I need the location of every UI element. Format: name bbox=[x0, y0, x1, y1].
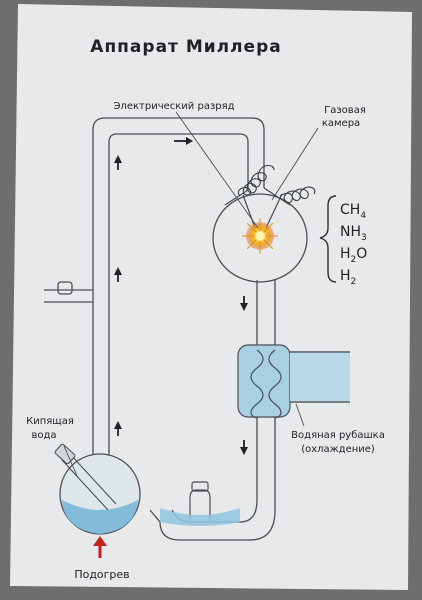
flask-water bbox=[62, 500, 138, 534]
electric-spark bbox=[242, 218, 278, 254]
pointer-lines bbox=[63, 111, 319, 479]
gas-chamber-sphere bbox=[212, 193, 308, 283]
heating-arrow bbox=[93, 536, 107, 558]
flow-arrow-right bbox=[174, 137, 193, 145]
trap-liquid bbox=[160, 508, 240, 526]
flow-arrows bbox=[114, 137, 248, 455]
label-gas-chamber-2: камера bbox=[322, 118, 360, 129]
sampling-trap bbox=[189, 481, 211, 520]
label-gas-chamber-1: Газовая bbox=[324, 105, 366, 116]
tube-inner bbox=[108, 133, 249, 462]
label-water-jacket-1: Водяная рубашка bbox=[291, 430, 385, 441]
gas-formula-ch4: CH4 bbox=[340, 202, 366, 221]
electrode-coil-right bbox=[279, 186, 316, 203]
side-outlet bbox=[44, 289, 93, 303]
flow-arrow-down-2 bbox=[240, 440, 248, 455]
flow-arrow-up-2 bbox=[114, 267, 122, 282]
label-boiling-water-1: Кипящая bbox=[26, 416, 74, 427]
label-discharge: Электрический разряд bbox=[113, 101, 234, 112]
flow-arrow-up-1 bbox=[114, 155, 122, 170]
stopcock bbox=[57, 281, 73, 295]
electrode-coil-left bbox=[237, 164, 275, 197]
tube-bottom-outer bbox=[149, 509, 276, 541]
gas-formula-h2o: H2O bbox=[340, 246, 367, 265]
label-heating: Подогрев bbox=[74, 568, 129, 581]
label-boiling-water-2: вода bbox=[31, 430, 56, 441]
flow-arrow-up-3 bbox=[114, 421, 122, 436]
gas-formula-nh3: NH3 bbox=[340, 224, 367, 243]
gas-chamber bbox=[212, 187, 308, 283]
water-jacket bbox=[237, 344, 350, 419]
electrode-wire-left bbox=[242, 194, 256, 229]
gas-formula-h2: H2 bbox=[340, 268, 356, 287]
label-water-jacket-2: (охлаждение) bbox=[301, 444, 375, 455]
paper-sheet bbox=[10, 4, 412, 590]
electrodes bbox=[237, 164, 316, 229]
gas-brace bbox=[319, 195, 337, 283]
electrode-wire-right bbox=[265, 193, 283, 229]
flow-arrow-down-1 bbox=[240, 296, 248, 311]
tube-outer bbox=[92, 117, 265, 462]
page-title: Аппарат Миллера bbox=[90, 37, 281, 57]
